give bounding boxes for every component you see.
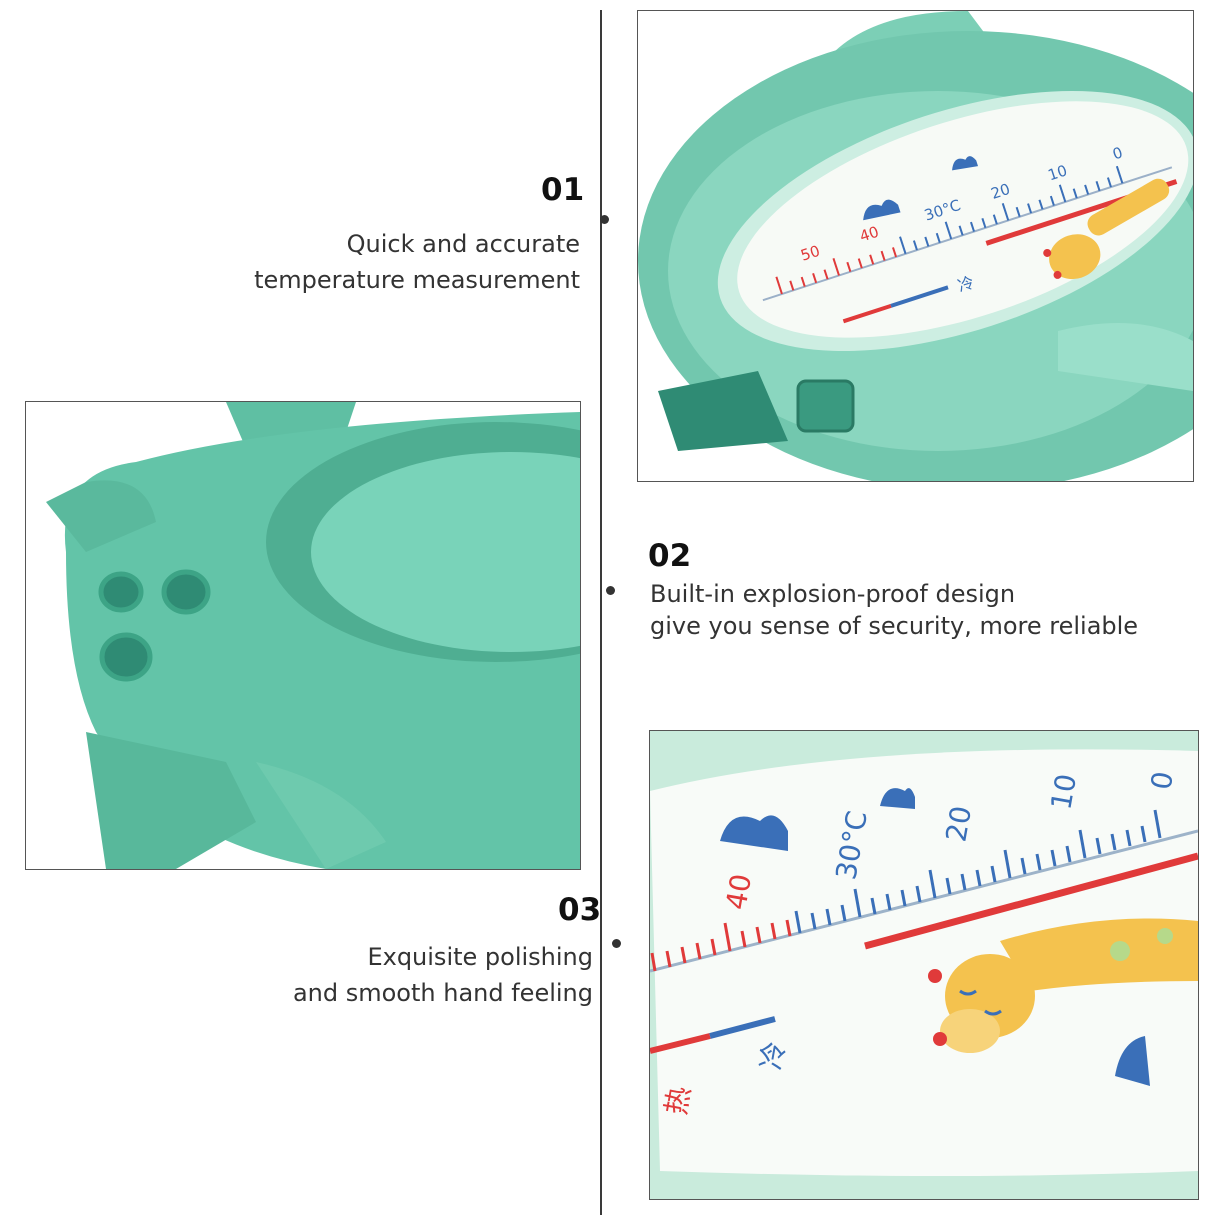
- feature-number-1: 01: [541, 172, 585, 208]
- feature-caption-1-line-1: Quick and accurate: [346, 230, 580, 258]
- timeline-dot-1: [600, 215, 609, 224]
- thermometer-dial-photo: 0 10 20 30°C 40 50 冷: [637, 10, 1194, 482]
- scale-label-10: 10: [1044, 771, 1083, 812]
- feature-number-3: 03: [558, 892, 602, 928]
- feature-caption-1: Quick and accurate temperature measureme…: [254, 226, 580, 298]
- feature-caption-3-line-2: and smooth hand feeling: [292, 979, 593, 1007]
- scale-cold-label: 冷: [754, 1039, 791, 1072]
- cloud-icon: [880, 788, 915, 809]
- feature-caption-3-line-1: Exquisite polishing: [367, 943, 593, 971]
- dial-label-50: 50: [798, 242, 822, 265]
- timeline-dot-3: [612, 939, 621, 948]
- giraffe-illustration: [928, 918, 1198, 1053]
- dial-cold-label: 冷: [955, 273, 976, 296]
- feature-caption-2-line-1: Built-in explosion-proof design: [650, 580, 1016, 608]
- dial-label-40: 40: [857, 223, 881, 246]
- feature-number-2: 02: [648, 538, 692, 574]
- feature-caption-2: Built-in explosion-proof design give you…: [650, 578, 1138, 642]
- scale-label-0: 0: [1144, 769, 1180, 792]
- feature-caption-3: Exquisite polishing and smooth hand feel…: [293, 939, 593, 1011]
- scale-label-20: 20: [939, 803, 978, 844]
- timeline-line: [600, 10, 602, 1215]
- feature-caption-2-line-2: give you sense of security, more reliabl…: [650, 612, 1139, 640]
- scale-hot-label: 热: [659, 1084, 696, 1117]
- cloud-icon: [1115, 1036, 1150, 1086]
- thermometer-scale-closeup-photo: 0 10 20 30°C 40 冷 热: [649, 730, 1199, 1200]
- dial-label-20: 20: [989, 180, 1013, 203]
- feature-caption-1-line-2: temperature measurement: [254, 266, 580, 294]
- timeline-dot-2: [606, 586, 615, 595]
- airplane-body-photo: [25, 401, 581, 870]
- dial-label-10: 10: [1046, 161, 1070, 184]
- cloud-icon: [720, 815, 788, 851]
- scale-label-40: 40: [719, 871, 758, 912]
